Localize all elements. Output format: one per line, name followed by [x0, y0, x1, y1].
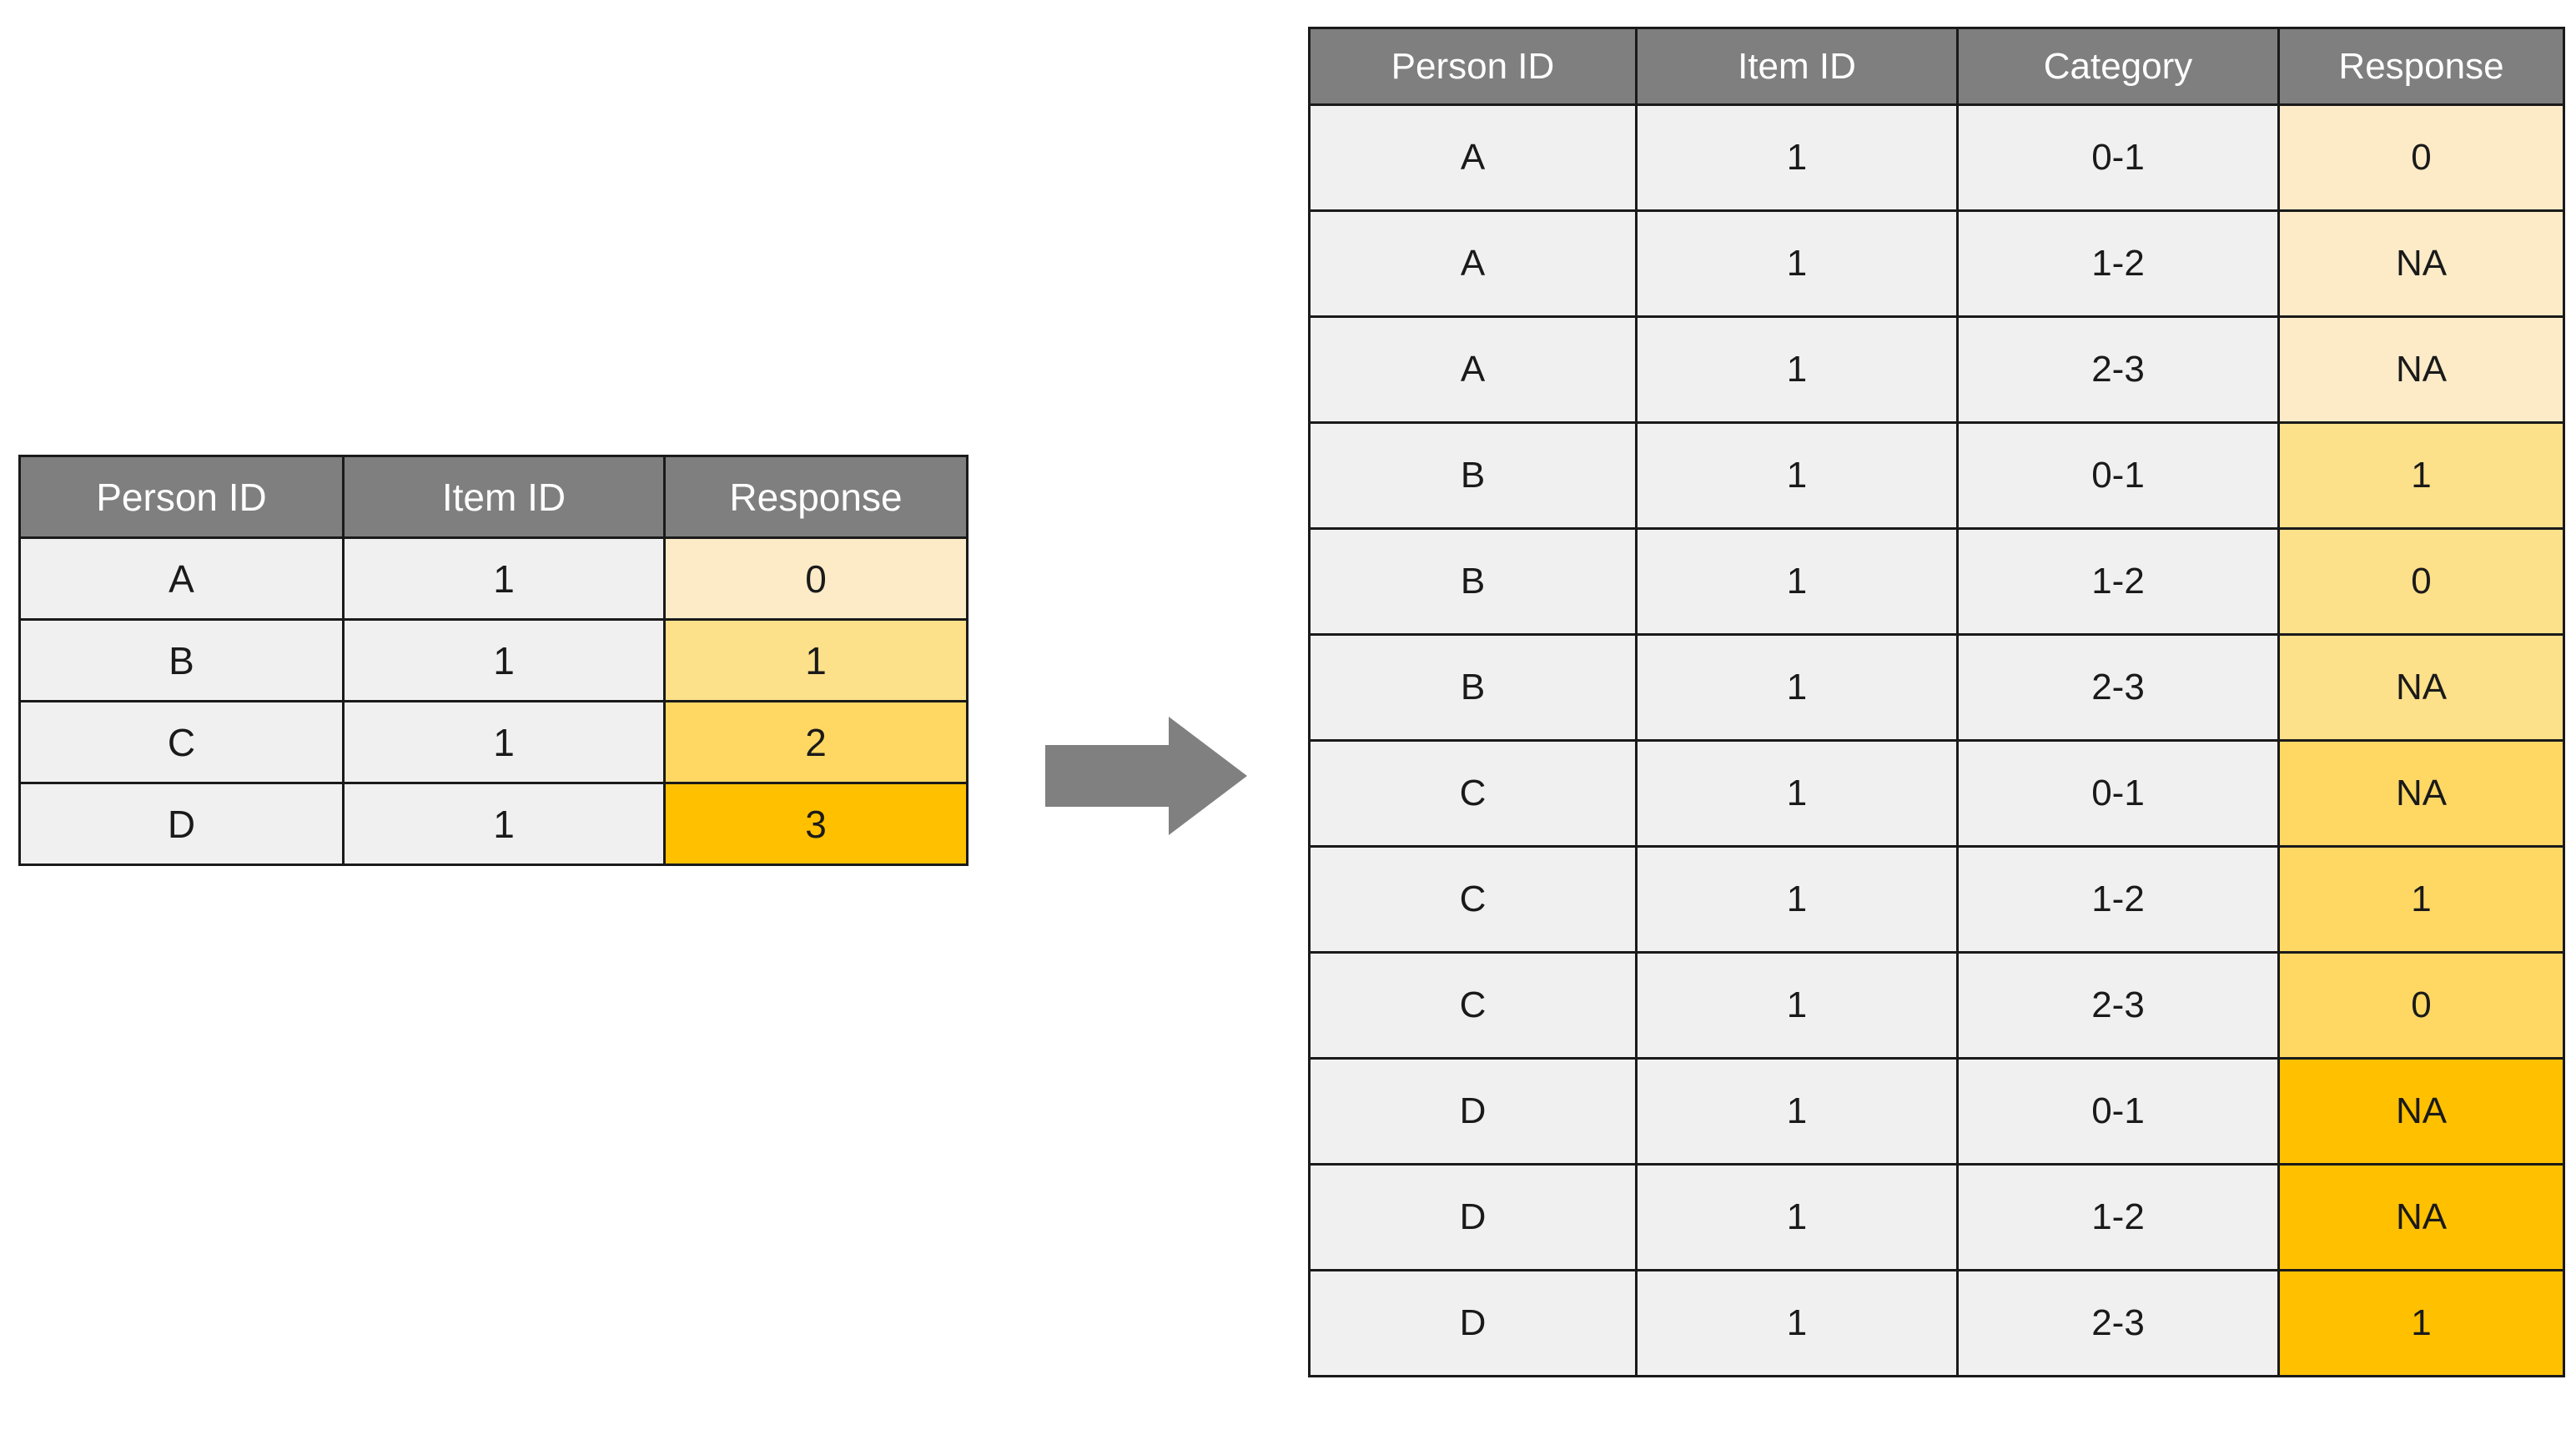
cell-person-id: C	[1308, 739, 1638, 848]
column-header-response: Response	[2277, 27, 2565, 106]
cell-response: 0	[663, 536, 969, 621]
cell-item-id: 1	[1635, 103, 1959, 212]
column-header-item-id: Item ID	[342, 455, 666, 539]
cell-response: NA	[2277, 1163, 2565, 1271]
cell-item-id: 1	[1635, 315, 1959, 424]
cell-person-id: D	[1308, 1163, 1638, 1271]
cell-response: 0	[2277, 103, 2565, 212]
cell-item-id: 1	[1635, 209, 1959, 318]
cell-item-id: 1	[1635, 739, 1959, 848]
cell-item-id: 1	[1635, 527, 1959, 636]
table-header-row: Person ID Item ID Response	[18, 455, 969, 539]
cell-item-id: 1	[1635, 1057, 1959, 1166]
cell-item-id: 1	[1635, 421, 1959, 530]
cell-response: 0	[2277, 527, 2565, 636]
column-header-person-id: Person ID	[1308, 27, 1638, 106]
column-header-response: Response	[663, 455, 969, 539]
cell-item-id: 1	[342, 700, 666, 784]
cell-response: NA	[2277, 739, 2565, 848]
cell-category: 0-1	[1956, 1057, 2280, 1166]
cell-person-id: B	[18, 618, 345, 702]
cell-category: 1-2	[1956, 1163, 2280, 1271]
cell-item-id: 1	[1635, 1269, 1959, 1377]
arrow-right-icon	[1045, 717, 1247, 835]
column-header-category: Category	[1956, 27, 2280, 106]
cell-item-id: 1	[342, 618, 666, 702]
cell-item-id: 1	[1635, 845, 1959, 954]
cell-person-id: B	[1308, 633, 1638, 742]
cell-person-id: A	[1308, 103, 1638, 212]
cell-person-id: A	[1308, 209, 1638, 318]
cell-category: 1-2	[1956, 209, 2280, 318]
cell-response: 3	[663, 782, 969, 866]
cell-response: NA	[2277, 1057, 2565, 1166]
cell-response: 1	[2277, 421, 2565, 530]
cell-item-id: 1	[1635, 1163, 1959, 1271]
cell-category: 0-1	[1956, 739, 2280, 848]
cell-response: NA	[2277, 315, 2565, 424]
cell-response: 1	[2277, 845, 2565, 954]
cell-item-id: 1	[1635, 633, 1959, 742]
cell-category: 1-2	[1956, 527, 2280, 636]
cell-category: 2-3	[1956, 633, 2280, 742]
cell-person-id: D	[1308, 1269, 1638, 1377]
cell-person-id: D	[18, 782, 345, 866]
cell-response: NA	[2277, 209, 2565, 318]
cell-response: 1	[2277, 1269, 2565, 1377]
cell-category: 2-3	[1956, 951, 2280, 1060]
cell-person-id: A	[18, 536, 345, 621]
cell-item-id: 1	[342, 536, 666, 621]
cell-item-id: 1	[1635, 951, 1959, 1060]
cell-response: 1	[663, 618, 969, 702]
cell-person-id: C	[18, 700, 345, 784]
cell-person-id: D	[1308, 1057, 1638, 1166]
cell-response: 0	[2277, 951, 2565, 1060]
cell-category: 0-1	[1956, 421, 2280, 530]
cell-category: 1-2	[1956, 845, 2280, 954]
cell-person-id: A	[1308, 315, 1638, 424]
cell-category: 2-3	[1956, 1269, 2280, 1377]
column-header-person-id: Person ID	[18, 455, 345, 539]
cell-person-id: C	[1308, 951, 1638, 1060]
table-header-row: Person ID Item ID Category Response	[1308, 27, 2565, 106]
long-table-header: Person ID Item ID Category Response	[1308, 27, 2565, 106]
cell-person-id: B	[1308, 527, 1638, 636]
cell-response: NA	[2277, 633, 2565, 742]
cell-response: 2	[663, 700, 969, 784]
cell-category: 2-3	[1956, 315, 2280, 424]
wide-table-header: Person ID Item ID Response	[18, 455, 969, 539]
cell-category: 0-1	[1956, 103, 2280, 212]
cell-person-id: C	[1308, 845, 1638, 954]
column-header-item-id: Item ID	[1635, 27, 1959, 106]
cell-person-id: B	[1308, 421, 1638, 530]
cell-item-id: 1	[342, 782, 666, 866]
